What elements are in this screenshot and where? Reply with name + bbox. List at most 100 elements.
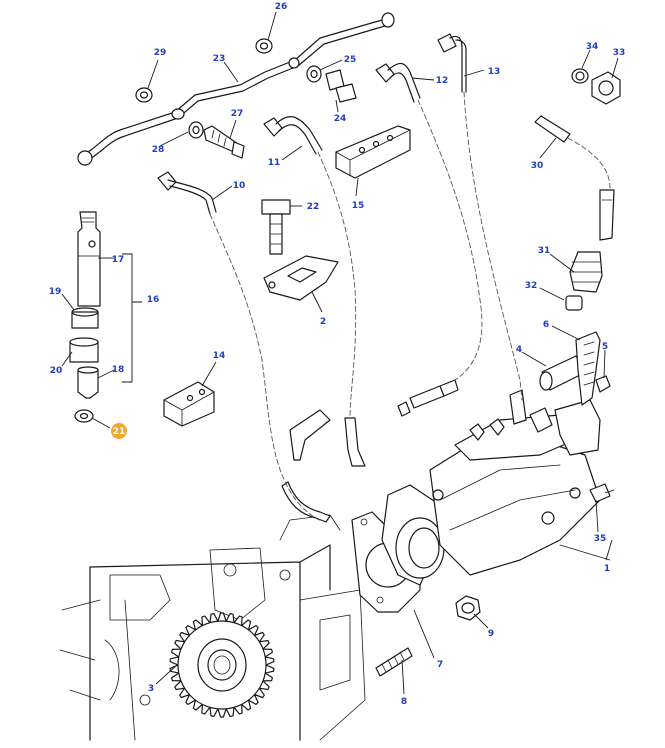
injector-pipe-10[interactable]	[157, 171, 321, 521]
callout-27[interactable]: 27	[231, 109, 244, 119]
callout-number: 3	[148, 684, 154, 694]
banjo-bolt-24[interactable]	[325, 69, 357, 103]
callout-21[interactable]: 21	[111, 423, 127, 439]
callout-number: 16	[147, 295, 160, 305]
washer-25[interactable]	[306, 65, 322, 83]
callout-13[interactable]: 13	[488, 67, 501, 77]
callout-12[interactable]: 12	[436, 76, 449, 86]
copper-washer-21[interactable]	[74, 409, 94, 423]
washer-34[interactable]	[571, 68, 589, 84]
injector-body-17[interactable]	[77, 211, 101, 307]
callout-number: 12	[436, 76, 449, 86]
callout-11[interactable]: 11	[268, 158, 281, 168]
callout-number: 33	[613, 48, 626, 58]
pipe-clamp-15[interactable]	[335, 125, 411, 179]
callout-15[interactable]: 15	[352, 201, 365, 211]
callout-number: 21	[113, 427, 126, 437]
callout-18[interactable]: 18	[112, 365, 125, 375]
callout-number: 32	[525, 281, 538, 291]
pump-drive-gear[interactable]	[169, 612, 275, 718]
callout-20[interactable]: 20	[50, 366, 63, 376]
callout-8[interactable]: 8	[401, 697, 407, 707]
woodruff-key[interactable]	[595, 375, 611, 393]
callout-number: 31	[538, 246, 551, 256]
nozzle-seat-19[interactable]	[71, 307, 99, 329]
callout-29[interactable]: 29	[154, 48, 167, 58]
callout-number: 35	[594, 534, 607, 544]
callout-number: 26	[275, 2, 288, 12]
banjo-bolt-27[interactable]	[203, 125, 245, 159]
injector-pipe-long[interactable]	[77, 12, 395, 166]
leak-off-pipe-13[interactable]	[437, 33, 523, 401]
callout-number: 15	[352, 201, 365, 211]
pipe-clamp-14[interactable]	[163, 381, 215, 427]
callout-number: 9	[488, 629, 494, 639]
injector-pipe-12[interactable]	[375, 62, 483, 381]
callout-5[interactable]: 5	[602, 342, 608, 352]
injector-clamp-2[interactable]	[263, 255, 339, 301]
callout-number: 19	[49, 287, 62, 297]
callout-number: 22	[307, 202, 320, 212]
bolt-22[interactable]	[261, 199, 291, 255]
callout-2[interactable]: 2	[320, 317, 326, 327]
callout-highlight-badge	[111, 423, 127, 439]
callout-number: 24	[334, 114, 347, 124]
callout-4[interactable]: 4	[516, 345, 522, 355]
pump-delivery-pipe-fittings	[281, 379, 459, 523]
callout-26[interactable]: 26	[275, 2, 288, 12]
callout-30[interactable]: 30	[531, 161, 544, 171]
callout-1[interactable]: 1	[604, 564, 610, 574]
callout-16[interactable]: 16	[147, 295, 160, 305]
callout-31[interactable]: 31	[538, 246, 551, 256]
drive-shaft-sleeve[interactable]	[539, 355, 587, 391]
callout-7[interactable]: 7	[437, 660, 443, 670]
callout-number: 30	[531, 161, 544, 171]
callout-number: 13	[488, 67, 501, 77]
injection-pump-assembly[interactable]	[381, 389, 615, 586]
washer-29[interactable]	[135, 87, 153, 103]
callout-number: 29	[154, 48, 167, 58]
callout-number: 23	[213, 54, 226, 64]
leak-off-hose[interactable]	[534, 115, 615, 241]
callout-number: 4	[516, 345, 522, 355]
callout-14[interactable]: 14	[213, 351, 226, 361]
callout-number: 34	[586, 42, 599, 52]
callout-number: 1	[604, 564, 610, 574]
callout-34[interactable]: 34	[586, 42, 599, 52]
callout-23[interactable]: 23	[213, 54, 226, 64]
washer-28[interactable]	[188, 121, 204, 139]
callout-number: 11	[268, 158, 281, 168]
nut-33[interactable]	[591, 71, 621, 105]
callout-25[interactable]: 25	[344, 55, 357, 65]
callout-3[interactable]: 3	[148, 684, 154, 694]
callout-10[interactable]: 10	[233, 181, 246, 191]
callout-6[interactable]: 6	[543, 320, 549, 330]
sealing-washer-32[interactable]	[565, 295, 583, 311]
bracket-16	[122, 253, 142, 383]
washer-26[interactable]	[255, 38, 273, 54]
callout-17[interactable]: 17	[112, 255, 125, 265]
spline-coupling[interactable]	[575, 331, 601, 406]
dowel-ring-20[interactable]	[69, 337, 99, 363]
callout-22[interactable]: 22	[307, 202, 320, 212]
callout-33[interactable]: 33	[613, 48, 626, 58]
callout-24[interactable]: 24	[334, 114, 347, 124]
callout-35[interactable]: 35	[594, 534, 607, 544]
callout-9[interactable]: 9	[488, 629, 494, 639]
injector-pipe-11[interactable]	[263, 115, 357, 419]
banjo-union[interactable]	[569, 251, 603, 293]
callout-number: 17	[112, 255, 125, 265]
mounting-stud[interactable]	[375, 647, 413, 677]
nozzle-nut-18[interactable]	[77, 366, 99, 399]
callout-19[interactable]: 19	[49, 287, 62, 297]
callout-number: 10	[233, 181, 246, 191]
callout-number: 6	[543, 320, 549, 330]
callout-28[interactable]: 28	[152, 145, 165, 155]
callout-number: 28	[152, 145, 165, 155]
callout-32[interactable]: 32	[525, 281, 538, 291]
callout-number: 8	[401, 697, 407, 707]
callout-number: 2	[320, 317, 326, 327]
callout-number: 25	[344, 55, 357, 65]
callout-number: 14	[213, 351, 226, 361]
